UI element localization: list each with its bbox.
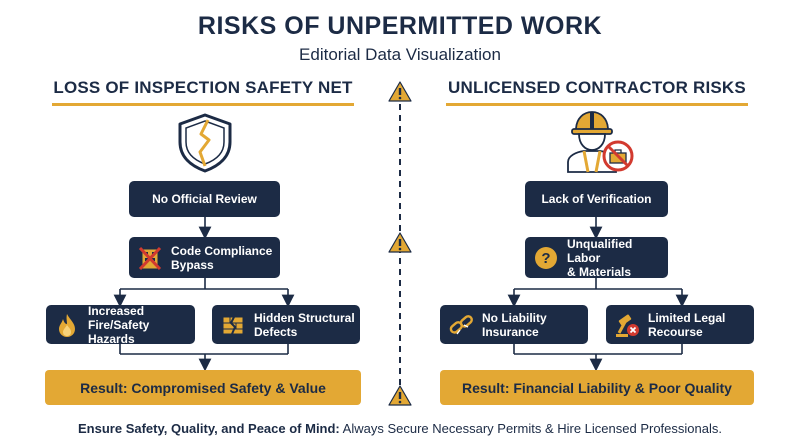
question-icon: ? bbox=[533, 245, 559, 271]
left-column-heading: LOSS OF INSPECTION SAFETY NET bbox=[52, 78, 354, 106]
node-limited-legal-recourse: Limited Legal Recourse bbox=[606, 305, 754, 344]
node-unqualified-labor: ? Unqualified Labor & Materials bbox=[525, 237, 668, 279]
heading-underline bbox=[446, 103, 748, 106]
left-connectors bbox=[113, 217, 295, 372]
svg-text:?: ? bbox=[541, 250, 550, 267]
warning-icon bbox=[388, 385, 412, 406]
worker-no-tools-icon bbox=[567, 111, 634, 173]
cracked-shield-icon bbox=[178, 113, 232, 173]
node-code-compliance-bypass: Code Compliance Bypass bbox=[129, 237, 280, 278]
page-title: RISKS OF UNPERMITTED WORK bbox=[197, 12, 603, 40]
right-result-banner: Result: Financial Liability & Poor Quali… bbox=[440, 370, 754, 405]
broken-chain-icon bbox=[448, 312, 474, 338]
footer-callout: Ensure Safety, Quality, and Peace of Min… bbox=[78, 421, 722, 436]
node-hidden-structural-defects: Hidden Structural Defects bbox=[212, 305, 360, 344]
right-column-heading: UNLICENSED CONTRACTOR RISKS bbox=[446, 78, 748, 106]
warning-icon bbox=[388, 81, 412, 102]
node-fire-safety-hazards: Increased Fire/Safety Hazards bbox=[46, 304, 195, 346]
fire-icon bbox=[54, 312, 80, 338]
cracked-wall-icon bbox=[220, 312, 246, 338]
warning-icon bbox=[388, 232, 412, 253]
gavel-icon bbox=[614, 312, 640, 338]
right-connectors bbox=[507, 217, 689, 372]
building-prohibited-icon bbox=[137, 245, 163, 271]
heading-underline bbox=[52, 103, 354, 106]
page-subtitle: Editorial Data Visualization bbox=[299, 45, 501, 64]
node-no-liability-insurance: No Liability Insurance bbox=[440, 305, 588, 344]
node-no-official-review: No Official Review bbox=[129, 181, 280, 217]
node-lack-of-verification: Lack of Verification bbox=[525, 181, 668, 217]
left-result-banner: Result: Compromised Safety & Value bbox=[45, 370, 361, 405]
